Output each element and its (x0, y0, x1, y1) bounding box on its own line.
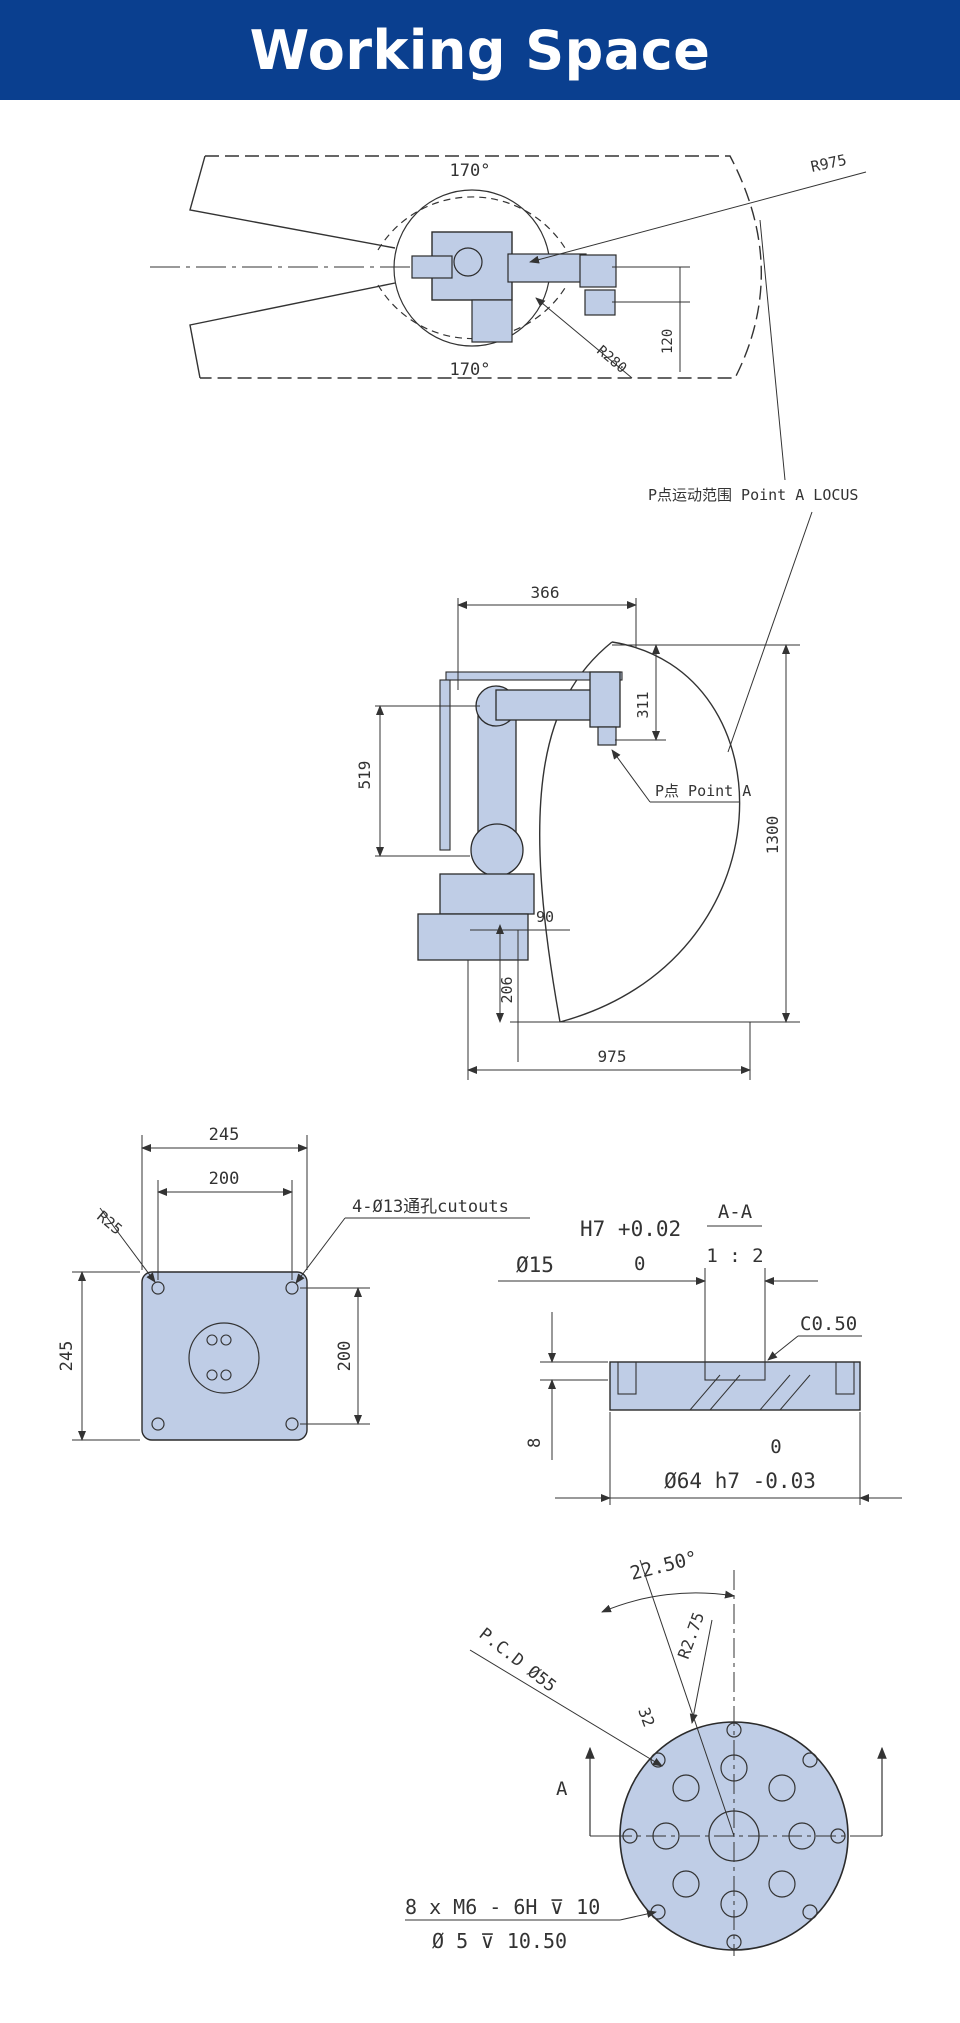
tolerance-top-label: H7 +0.02 (580, 1217, 681, 1241)
dim366-label: 366 (531, 583, 560, 602)
base-plate-view: 245 200 245 200 R25 4-Ø13通孔cutouts (57, 1125, 530, 1441)
r280-leader (535, 297, 633, 379)
locus-leader-top (759, 219, 786, 481)
tolerance-zero-label: 0 (634, 1253, 645, 1275)
upper-arm (495, 689, 603, 721)
base-hole (151, 1281, 165, 1295)
angle-upper-label: 170° (450, 161, 491, 181)
section-mark-label: A (556, 1778, 568, 1800)
dim90-label: 90 (536, 908, 554, 926)
flange-view: 22.50° P.C.D Ø55 R2.75 32 A 8 x M6 - 6H … (405, 1547, 887, 1956)
thread-spec-label: 8 x M6 - 6H ⊽ 10 (405, 1895, 600, 1919)
dim975-label: 975 (598, 1047, 627, 1066)
top-angle-arc-upper (377, 196, 566, 251)
r975-leader (529, 171, 867, 264)
radius-label: R2.75 (674, 1610, 708, 1662)
top-rod (445, 671, 623, 681)
section-hole-left (617, 1361, 637, 1395)
radius-leader (689, 1619, 713, 1724)
holes-label: 4-Ø13通孔cutouts (352, 1197, 509, 1217)
r25-leader (99, 1207, 156, 1283)
top-angle-arc-lower (377, 284, 566, 340)
base-inner-w-label: 200 (209, 1169, 240, 1189)
shoulder-joint (470, 823, 524, 877)
point-a-leader (611, 749, 651, 803)
section-name-label: A-A (718, 1201, 753, 1223)
base-hole (285, 1281, 299, 1295)
base-center-boss (188, 1322, 260, 1394)
base-small-hole (220, 1369, 232, 1381)
point-a-label: P点 Point A (655, 782, 751, 800)
turret (439, 873, 535, 915)
dim311-label: 311 (634, 691, 652, 718)
dim1300-label: 1300 (763, 816, 782, 855)
angle-label: 22.50° (628, 1547, 700, 1585)
section-hole-right (835, 1361, 855, 1395)
section-bore (704, 1361, 766, 1381)
section-hatching (689, 1374, 811, 1411)
hole-spec-leader (619, 1910, 657, 1921)
holes-leader (295, 1217, 346, 1284)
base-hole (285, 1417, 299, 1431)
outer-hole (802, 1904, 818, 1920)
base-small-hole (206, 1369, 218, 1381)
chamfer-label: C0.50 (800, 1313, 857, 1335)
side-base (417, 913, 529, 961)
side-view: 366 311 519 1300 90 206 975 P点 Point A (355, 511, 813, 1080)
angle-lower-label: 170° (450, 360, 491, 380)
motor-left (411, 255, 453, 279)
thread-hole (768, 1774, 796, 1802)
outer-hole (650, 1752, 666, 1768)
offset-label: 120 (660, 329, 676, 354)
base-outer-h-label: 245 (57, 1341, 77, 1372)
section-view: A-A 1 : 2 H7 +0.02 0 Ø15 C0.50 8 0 Ø64 h… (498, 1201, 902, 1505)
base-holes (151, 1281, 299, 1431)
locus-label: P点运动范围 Point A LOCUS (648, 486, 858, 504)
section-scale-label: 1 : 2 (706, 1245, 763, 1267)
bore-label: Ø15 (516, 1253, 554, 1277)
flange-label: Ø64 h7 -0.03 (664, 1469, 816, 1493)
thread-hole (672, 1870, 700, 1898)
flange-zero-label: 0 (770, 1436, 781, 1458)
top-view: 170° 170° R975 R280 120 P点运动范围 Point A L… (150, 151, 867, 504)
base-inner-h-label: 200 (335, 1341, 355, 1372)
base-plate (141, 1271, 308, 1441)
locus-leader-side (727, 511, 813, 753)
depth-label: 8 (525, 1438, 545, 1448)
dim206-label: 206 (498, 976, 516, 1003)
pcd-leader (469, 1649, 663, 1767)
r975-label: R975 (809, 151, 848, 176)
robot-top-view (393, 189, 617, 347)
base-hole (151, 1417, 165, 1431)
base-small-hole (220, 1334, 232, 1346)
flange-section-body (609, 1361, 861, 1411)
top-workspace-outline (200, 155, 762, 379)
header-banner: Working Space (0, 0, 960, 100)
joint-circle (453, 247, 483, 277)
top-workspace-upper-edge (189, 155, 396, 249)
arm-link (507, 253, 587, 283)
wrist-housing (589, 671, 621, 728)
rear-motor (471, 299, 513, 343)
side-tool-flange (597, 726, 617, 746)
wrist-block (579, 254, 617, 288)
tool-flange-top (584, 289, 616, 316)
side-workspace-locus (539, 641, 741, 1023)
thread-hole (672, 1774, 700, 1802)
page-title: Working Space (249, 18, 711, 82)
corner-radius-label: R25 (93, 1207, 125, 1238)
hole-spec-label: Ø 5 ⊽ 10.50 (432, 1929, 567, 1953)
outer-hole (802, 1752, 818, 1768)
robot-side-view (417, 671, 623, 961)
dim32-label: 32 (634, 1705, 658, 1730)
angle-arc (601, 1590, 735, 1613)
chamfer-leader (767, 1335, 799, 1361)
balancer-rod (439, 679, 451, 851)
base-outer-w-label: 245 (209, 1125, 240, 1145)
thread-hole (768, 1870, 796, 1898)
base-small-hole (206, 1334, 218, 1346)
dim519-label: 519 (355, 761, 374, 790)
top-workspace-lower-edge (189, 282, 396, 379)
